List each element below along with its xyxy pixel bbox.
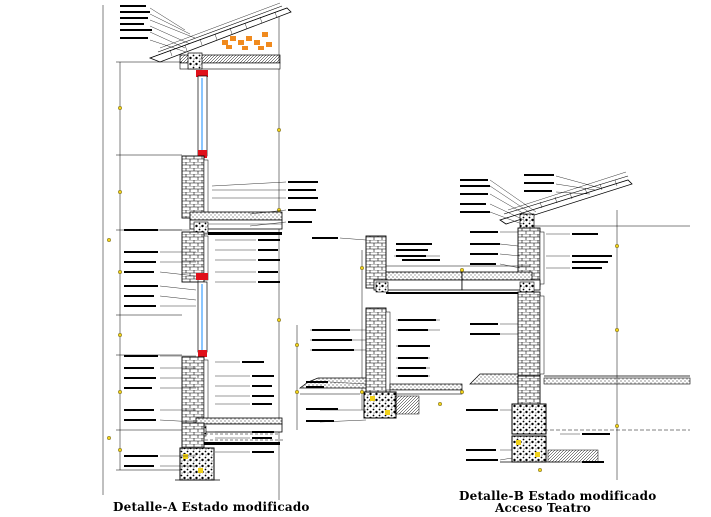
- detail-a-foundation: [175, 422, 220, 481]
- roof-insulation: [222, 32, 272, 50]
- detail-a-window-upper: [197, 75, 208, 158]
- detail-a-dimension-markers: [107, 106, 281, 452]
- detail-a-title: Detalle-A Estado modificado: [113, 500, 310, 514]
- detail-b-title: Detalle-B Estado modificado: [459, 489, 657, 503]
- detail-a-annotation-leaders: [149, 7, 287, 467]
- detail-a-window-lower: [197, 281, 208, 357]
- detail-b-subtitle: Acceso Teatro: [495, 501, 591, 515]
- detail-a-note-marks: [120, 5, 318, 467]
- detail-b-right: [460, 171, 691, 480]
- detail-a-dimension-chain: [116, 61, 182, 471]
- detail-a-brick-wall-lower: [181, 356, 205, 424]
- detail-b-middle: [295, 235, 463, 430]
- detail-a: [102, 2, 318, 500]
- detail-a-roof: [148, 2, 292, 77]
- detail-a-brick-wall-upper: [181, 155, 205, 219]
- detail-b-roof: [499, 171, 690, 231]
